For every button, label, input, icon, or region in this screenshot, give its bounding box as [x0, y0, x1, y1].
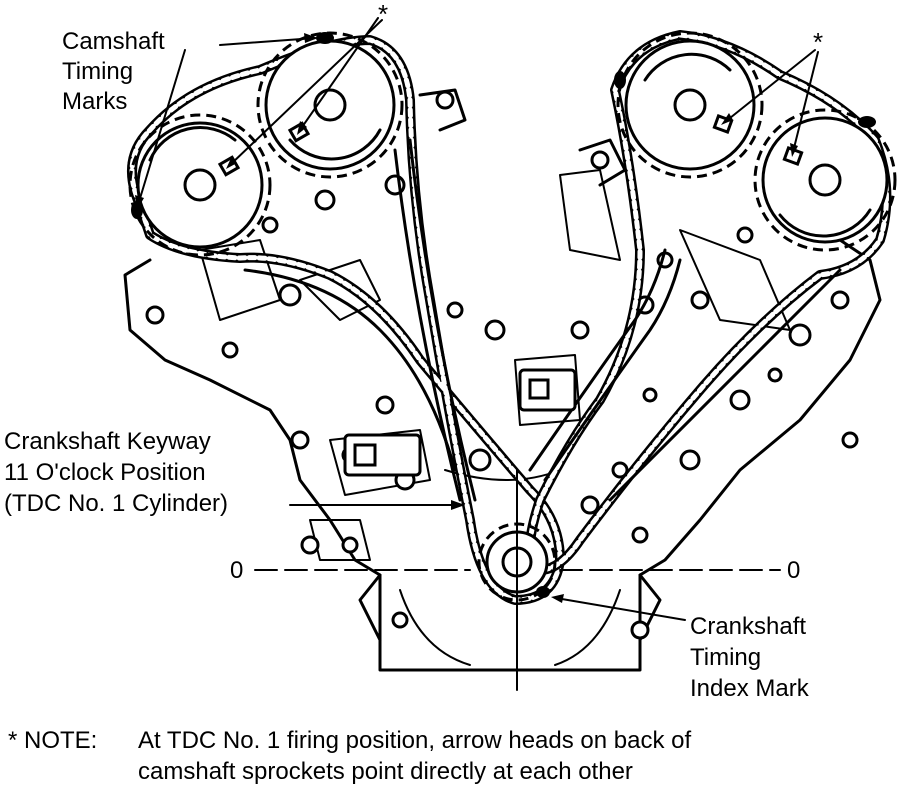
camshaft-marks-label-3: Marks: [62, 88, 128, 115]
asterisk-right: *: [813, 27, 824, 57]
crank-index-label-2: Timing: [690, 644, 762, 671]
crank-keyway-label-2: 11 O'clock Position: [4, 459, 206, 486]
note-line-1: At TDC No. 1 firing position, arrow head…: [138, 727, 692, 754]
zero-right-label: 0: [787, 557, 801, 584]
zero-left-label: 0: [230, 557, 244, 584]
asterisk-left: *: [378, 0, 389, 29]
right-cam-mark-right: [858, 116, 876, 128]
note-prefix: * NOTE:: [8, 727, 98, 754]
timing-chains: [127, 30, 892, 605]
chain-guides: [243, 138, 842, 502]
left-bank-camshaft-sprockets: [128, 31, 404, 257]
crank-index-label-1: Crankshaft: [690, 613, 807, 640]
crank-index-label-3: Index Mark: [690, 675, 809, 702]
right-bank-camshaft-sprockets: [614, 31, 897, 252]
crank-keyway-label-1: Crankshaft Keyway: [4, 428, 211, 455]
crank-index-mark: [536, 586, 550, 598]
chain-tensioners: [343, 368, 577, 477]
right-cam-mark-left: [614, 71, 626, 89]
leader-arrows: [135, 17, 819, 621]
note-line-2: camshaft sprockets point directly at eac…: [138, 758, 633, 785]
reference-lines: [254, 469, 781, 691]
left-cam-mark-top: [316, 32, 334, 44]
camshaft-marks-label-2: Timing: [62, 58, 134, 85]
crank-keyway-label-3: (TDC No. 1 Cylinder): [4, 490, 229, 517]
camshaft-marks-label-1: Camshaft: [62, 28, 165, 55]
